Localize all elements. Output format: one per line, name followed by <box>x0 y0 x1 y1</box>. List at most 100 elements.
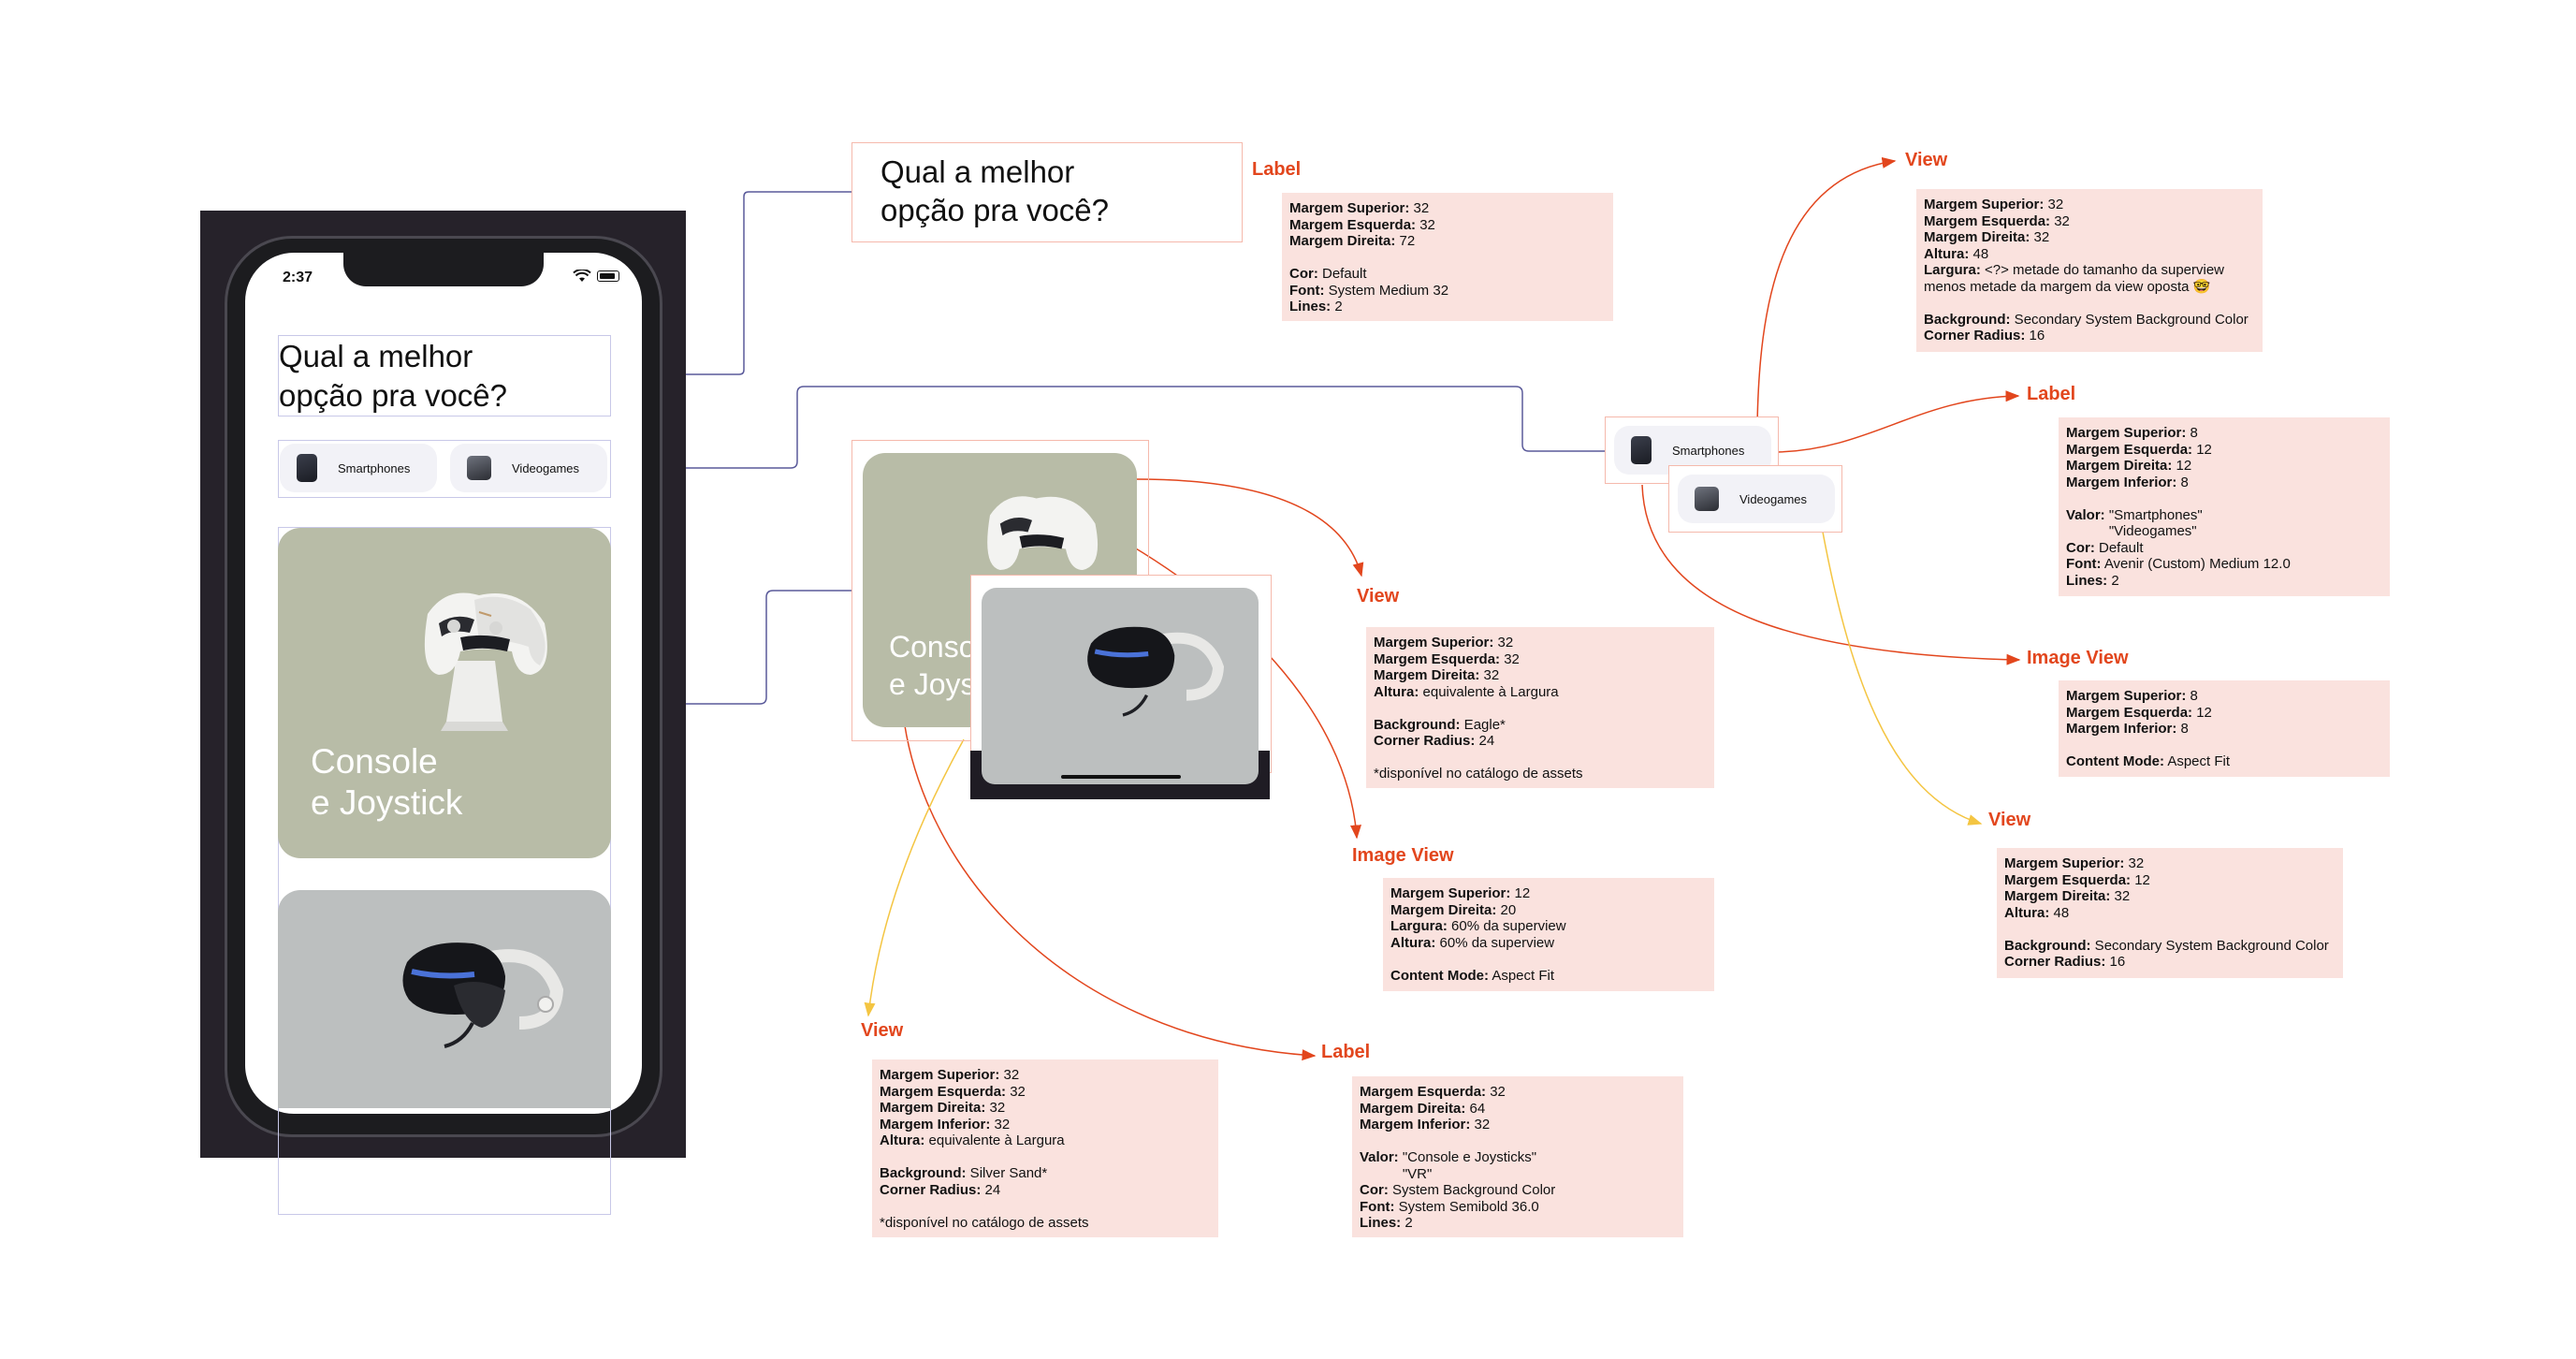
zoom-heading-line-1: Qual a melhor <box>880 154 1075 189</box>
zoom-chip-smartphones-label: Smartphones <box>1672 443 1745 458</box>
spec-row: Valor: "Smartphones" <box>2066 507 2382 524</box>
tag-image-chip: Image View <box>2027 648 2129 668</box>
spec-value: 12 <box>2192 704 2212 721</box>
spec-key: Altura: <box>2004 904 2050 921</box>
spec-key: Cor: <box>2066 539 2095 556</box>
spec-value: 72 <box>1395 233 1416 249</box>
zoom-controller-image <box>956 462 1125 598</box>
spec-row <box>1360 1133 1676 1150</box>
spec-key: Margem Superior: <box>2004 855 2125 871</box>
spec-key: Lines: <box>1360 1215 1402 1231</box>
spec-row: Margem Superior: 12 <box>1390 885 1707 902</box>
spec-row: Lines: 2 <box>1289 299 1606 315</box>
zoom-heading-title: Qual a melhor opção pra você? <box>880 153 1109 229</box>
spec-row: Font: System Semibold 36.0 <box>1360 1199 1676 1216</box>
zoom-card-title-line-1: Conso <box>889 630 976 664</box>
spec-value: 32 <box>1479 667 1500 683</box>
battery-icon <box>597 270 619 282</box>
zoom-heading-line-2: opção pra você? <box>880 193 1110 227</box>
spec-value: "Console e Joysticks" <box>1398 1149 1537 1165</box>
spec-row: Margem Esquerda: 32 <box>880 1084 1211 1101</box>
spec-value: 12 <box>2192 441 2212 458</box>
spec-row: Altura: equivalente à Largura <box>1374 684 1707 701</box>
spec-row: Margem Superior: 32 <box>2004 855 2336 872</box>
status-time: 2:37 <box>283 270 313 285</box>
spec-row: Margem Superior: 8 <box>2066 425 2382 442</box>
spec-value: 60% da superview <box>1435 934 1555 951</box>
spec-key: Margem Superior: <box>880 1067 1000 1083</box>
console-card-title-line-2: e Joystick <box>311 783 463 823</box>
spec-key: Margem Superior: <box>2066 425 2187 441</box>
spec-row <box>1289 250 1606 267</box>
chip-videogames-label: Videogames <box>512 460 580 475</box>
spec-row: Margem Esquerda: 32 <box>1360 1084 1676 1101</box>
spec-row: Margem Esquerda: 12 <box>2004 872 2336 889</box>
spec-row: Margem Superior: 32 <box>1374 635 1707 651</box>
vr-card[interactable] <box>278 890 611 1108</box>
spec-row: Background: Secondary System Background … <box>1924 312 2255 329</box>
spec-value: 48 <box>1969 245 1989 262</box>
spec-key: Font: <box>1360 1198 1395 1215</box>
spec-row: Margem Inferior: 8 <box>2066 475 2382 491</box>
spec-row: Margem Direita: 32 <box>1374 667 1707 684</box>
spec-key: Background: <box>2004 937 2091 954</box>
console-card-title: Console e Joystick <box>311 741 462 825</box>
console-card[interactable]: Console e Joystick <box>278 528 611 858</box>
spec-key: Margem Superior: <box>2066 688 2187 704</box>
spec-value: 32 <box>1493 635 1514 650</box>
zoom-home-indicator <box>1061 775 1181 779</box>
spec-key: Corner Radius: <box>1374 733 1476 749</box>
spec-value: 12 <box>1510 885 1531 901</box>
spec-row: Margem Direita: 32 <box>2004 888 2336 905</box>
zoom-vr-headset-image <box>1075 606 1234 733</box>
spec-value: 32 <box>1486 1084 1506 1100</box>
chip-smartphones[interactable]: Smartphones <box>280 444 437 492</box>
page-title-line-2: opção pra você? <box>279 378 508 413</box>
spec-row: Margem Direita: 32 <box>1924 229 2255 246</box>
spec-row: Margem Direita: 32 <box>880 1100 1211 1117</box>
spec-value: 32 <box>1006 1083 1026 1100</box>
spec-value: 64 <box>1465 1100 1486 1117</box>
spec-value: Avenir (Custom) Medium 12.0 <box>2101 556 2291 572</box>
spec-value: 32 <box>2124 855 2145 871</box>
spec-value: Secondary System Background Color <box>2010 311 2249 328</box>
zoom-smartphone-icon <box>1631 436 1652 464</box>
spec-row <box>880 1198 1211 1215</box>
spec-key: Margem Inferior: <box>2066 721 2177 737</box>
spec-key: Altura: <box>1390 934 1436 951</box>
page-title-line-1: Qual a melhor <box>279 339 473 373</box>
spec-value: System Background Color <box>1388 1182 1556 1198</box>
spec-row: Corner Radius: 16 <box>2004 954 2336 971</box>
spec-row: Content Mode: Aspect Fit <box>1390 968 1707 985</box>
tag-view-chip: View <box>1905 150 1948 170</box>
heading-label-box <box>278 335 611 416</box>
spec-row: Valor: "Console e Joysticks" <box>1360 1149 1676 1166</box>
spec-value: 32 <box>2030 229 2050 245</box>
spec-key: Margem Superior: <box>1289 200 1410 216</box>
zoom-card-title: Conso e Joys <box>889 628 976 703</box>
spec-value: 48 <box>2049 904 2070 921</box>
spec-value: Default <box>1317 266 1367 282</box>
spec-value: 60% da superview <box>1447 918 1566 934</box>
chip-videogames[interactable]: Videogames <box>450 444 607 492</box>
zoom-chip-videogames-label: Videogames <box>1739 491 1808 506</box>
spec-key: Margem Superior: <box>1390 885 1511 901</box>
spec-value: "Videogames" <box>2066 523 2197 539</box>
spec-row: Corner Radius: 16 <box>1924 328 2255 344</box>
spec-row: Margem Superior: 32 <box>880 1067 1211 1084</box>
spec-row: Corner Radius: 24 <box>1374 733 1707 750</box>
spec-row <box>1374 750 1707 767</box>
spec-row <box>2066 738 2382 754</box>
spec-key: Altura: <box>1924 245 1970 262</box>
spec-value: Secondary System Background Color <box>2090 937 2329 954</box>
tag-image-card: Image View <box>1352 845 1454 866</box>
spec-value: 32 <box>1409 200 1430 216</box>
spec-row: Altura: 48 <box>2004 905 2336 922</box>
spec-row: Altura: 48 <box>1924 246 2255 263</box>
spec-row: Margem Superior: 32 <box>1289 200 1606 217</box>
spec-key: Margem Direita: <box>1360 1100 1466 1117</box>
smartphone-icon <box>297 454 317 482</box>
spec-row <box>880 1149 1211 1166</box>
